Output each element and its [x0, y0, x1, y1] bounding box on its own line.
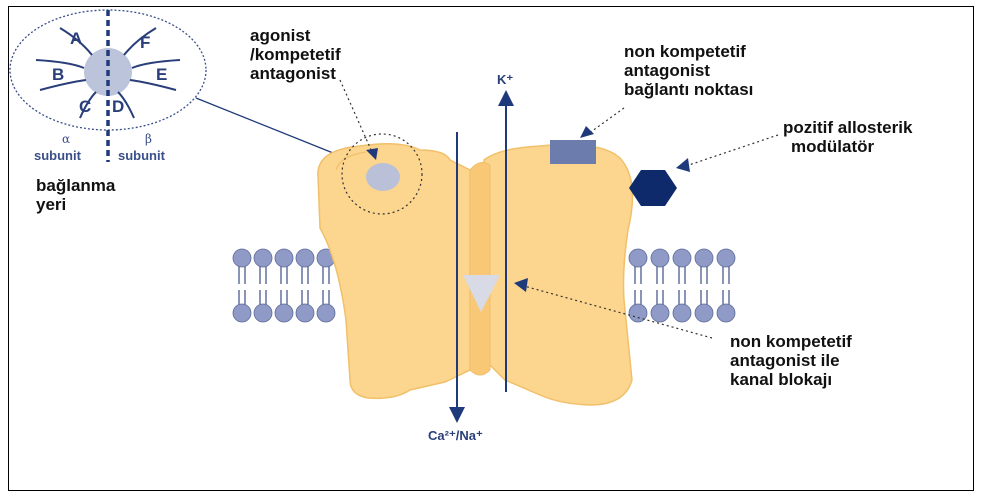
lipid-head	[651, 304, 669, 322]
inset-letter-c: C	[79, 97, 91, 116]
lipid-head	[695, 304, 713, 322]
allosteric-modulator-hexagon	[629, 170, 677, 206]
alpha-symbol: α	[62, 132, 70, 146]
alpha-subunit-label: subunit	[34, 148, 81, 163]
agonist-label-line1: agonist	[250, 26, 341, 45]
lipid-head	[673, 304, 691, 322]
lipid-head	[254, 249, 272, 267]
lipid-head	[317, 304, 335, 322]
beta-symbol: β	[145, 132, 152, 146]
beta-subunit-label: subunit	[118, 148, 165, 163]
lipid-head	[695, 249, 713, 267]
inset-letter-d: D	[112, 97, 124, 116]
lipid-head	[629, 249, 647, 267]
lipid-head	[717, 249, 735, 267]
noncompetitive-site-label-line2: antagonist	[624, 61, 753, 80]
inset-letter-f: F	[140, 33, 150, 52]
lipid-head	[275, 304, 293, 322]
receptor-body	[318, 144, 633, 405]
inset-letter-a: A	[70, 29, 82, 48]
channel-block-label: non kompetetif antagonist ile kanal blok…	[730, 332, 852, 389]
agonist-label: agonist /kompetetif antagonist	[250, 26, 341, 83]
binding-site-inset: A B C D E F	[10, 10, 206, 162]
allosteric-label-line1: pozitif allosterik	[783, 118, 912, 137]
noncompetitive-site-square	[550, 140, 596, 164]
inset-letter-e: E	[156, 65, 167, 84]
allosteric-label-line2: modülatör	[783, 137, 912, 156]
noncompetitive-site-label: non kompetetif antagonist bağlantı nokta…	[624, 42, 753, 99]
lipid-head	[233, 304, 251, 322]
lipid-head	[275, 249, 293, 267]
lipid-head	[296, 304, 314, 322]
membrane-right	[629, 249, 735, 322]
membrane-left	[233, 249, 335, 322]
lipid-head	[233, 249, 251, 267]
channel-block-label-line3: kanal blokajı	[730, 370, 852, 389]
lipid-head	[296, 249, 314, 267]
agonist-label-line3: antagonist	[250, 64, 341, 83]
noncompetitive-site-label-line3: bağlantı noktası	[624, 80, 753, 99]
lipid-head	[651, 249, 669, 267]
potassium-label: K⁺	[497, 72, 513, 88]
channel-block-label-line2: antagonist ile	[730, 351, 852, 370]
lipid-head	[717, 304, 735, 322]
binding-site-label: bağlanma yeri	[36, 176, 115, 214]
allosteric-label: pozitif allosterik modülatör	[783, 118, 912, 156]
lipid-head	[673, 249, 691, 267]
noncompetitive-site-label-line1: non kompetetif	[624, 42, 753, 61]
calcium-sodium-label: Ca²⁺/Na⁺	[428, 428, 483, 444]
lipid-head	[254, 304, 272, 322]
agonist-label-line2: /kompetetif	[250, 45, 341, 64]
binding-site-label-line1: bağlanma	[36, 176, 115, 195]
channel-block-label-line1: non kompetetif	[730, 332, 852, 351]
binding-site-label-line2: yeri	[36, 195, 115, 214]
inset-letter-b: B	[52, 65, 64, 84]
